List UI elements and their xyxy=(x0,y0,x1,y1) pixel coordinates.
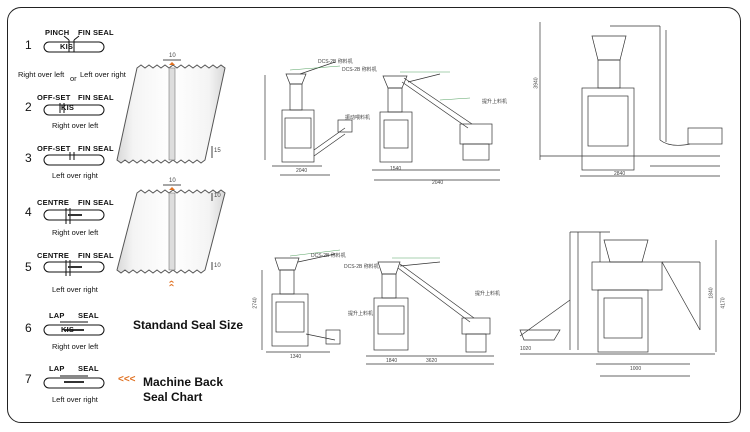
seal-2-number: 2 xyxy=(25,100,32,114)
drawing-dim-l: 1840 xyxy=(708,287,715,299)
seal-4-caption: Right over left xyxy=(52,228,99,237)
seal-2-caption: Right over left xyxy=(52,121,99,130)
dim-side-c: 10 xyxy=(214,263,221,269)
seal-1-caption-right: Left over right xyxy=(80,70,126,79)
back-seal-arrows: <<< xyxy=(118,374,136,385)
drawing-dim-c: 2040 xyxy=(432,180,444,186)
seal-4-label-left: CENTRE xyxy=(37,198,70,207)
drawing-note-g: 提升上料机 xyxy=(475,291,501,297)
seal-6-number: 6 xyxy=(25,321,32,335)
seal-size-title: Standand Seal Size xyxy=(133,318,244,332)
seal-7-bag xyxy=(43,377,105,389)
seal-1-inner-label: KIS xyxy=(60,42,74,51)
seal-2-bag xyxy=(43,104,105,116)
drawing-note-f: DCS-2B 称料机 xyxy=(344,264,379,270)
seal-7-caption: Left over right xyxy=(52,395,98,404)
seal-3-caption: Left over right xyxy=(52,171,98,180)
seal-5-number: 5 xyxy=(25,260,32,274)
back-seal-title-line2: Seal Chart xyxy=(143,390,203,404)
seal-3-label-left: OFF-SET xyxy=(37,144,71,153)
drawing-dim-d: 3940 xyxy=(533,77,540,89)
drawing-dim-h: 1840 xyxy=(386,358,398,364)
drawing-dim-k: 1000 xyxy=(630,366,642,372)
seal-5-caption: Left over right xyxy=(52,285,98,294)
drawing-note-c: 提升上料机 xyxy=(482,99,508,105)
drawing-dim-m: 4170 xyxy=(720,297,727,309)
drawing-dim-e: 2840 xyxy=(614,171,626,177)
seal-1-label-right: FIN SEAL xyxy=(78,28,114,37)
seal-5-label-left: CENTRE xyxy=(37,251,70,260)
seal-1-label-left: PINCH xyxy=(45,28,70,37)
back-seal-title-line1: Machine Back xyxy=(143,375,224,389)
dim-side-a: 15 xyxy=(214,148,221,154)
seal-6-inner-label: KIS xyxy=(61,325,75,334)
drawing-machine-f xyxy=(519,231,717,377)
drawing-dim-f: 1340 xyxy=(290,354,302,360)
seal-size-fin-bottom xyxy=(168,192,176,271)
seal-5-bag xyxy=(43,261,105,273)
dim-side-b: 10 xyxy=(214,193,221,199)
drawing-note-a: DCS-2B 称料机 xyxy=(318,59,353,65)
seal-2-label-right: FIN SEAL xyxy=(78,93,114,102)
drawing-note-h: 提升上料机 xyxy=(348,311,374,317)
dim-top-b: 10 xyxy=(169,178,176,184)
drawing-machine-d xyxy=(261,253,341,353)
seal-1-caption-left: Right over left xyxy=(18,70,65,79)
drawing-dim-a: 2040 xyxy=(296,168,308,174)
drawing-machine-b xyxy=(372,73,500,181)
dim-top-a: 10 xyxy=(169,53,176,59)
drawing-machine-a xyxy=(264,61,353,176)
seal-4-label-right: FIN SEAL xyxy=(78,198,114,207)
drawing-machine-e xyxy=(366,261,494,365)
seal-size-fin-top xyxy=(168,67,176,161)
drawing-note-e: DCS-2B 称料机 xyxy=(311,253,346,259)
drawing-note-d: 振动喂料机 xyxy=(345,115,371,121)
drawing-dim-g: 2740 xyxy=(252,297,259,309)
seal-2-inner-label: KIS xyxy=(61,103,75,112)
seal-4-number: 4 xyxy=(25,205,32,219)
seal-5-label-right: FIN SEAL xyxy=(78,251,114,260)
seal-6-caption: Right over left xyxy=(52,342,99,351)
drawing-dim-j: 1020 xyxy=(520,346,532,352)
seal-6-label-left: LAP xyxy=(49,311,65,320)
seal-6-bag xyxy=(43,324,105,336)
seal-6-label-right: SEAL xyxy=(78,311,99,320)
drawing-machine-c xyxy=(539,22,723,177)
seal-1-caption-mid: or xyxy=(70,74,77,83)
seal-1-number: 1 xyxy=(25,38,32,52)
seal-7-label-left: LAP xyxy=(49,364,65,373)
seal-7-label-right: SEAL xyxy=(78,364,99,373)
seal-7-number: 7 xyxy=(25,372,32,386)
seal-4-bag xyxy=(43,209,105,221)
seal-2-label-left: OFF-SET xyxy=(37,93,71,102)
drawing-dim-i: 3620 xyxy=(426,358,438,364)
drawing-dim-b: 1540 xyxy=(390,166,402,172)
drawing-note-b: DCS-2B 称料机 xyxy=(342,67,377,73)
seal-3-number: 3 xyxy=(25,151,32,165)
seal-3-label-right: FIN SEAL xyxy=(78,144,114,153)
